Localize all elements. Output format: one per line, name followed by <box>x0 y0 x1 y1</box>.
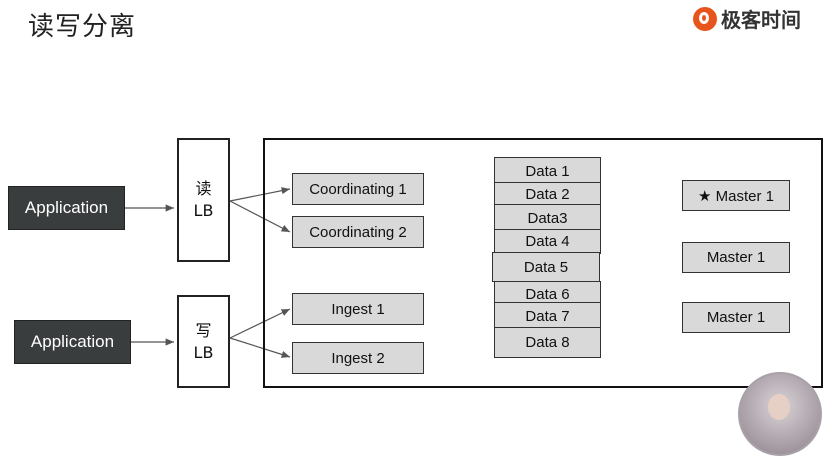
arrow-read-lb-to-coord2 <box>229 200 291 233</box>
presenter-head <box>768 394 790 420</box>
ingest-node-1: Ingest 1 <box>292 293 424 325</box>
coordinating-node-1: Coordinating 1 <box>292 173 424 205</box>
write-load-balancer: 写 LB <box>177 295 230 388</box>
arrow-write-lb-to-ingest1 <box>229 308 291 339</box>
arrow-read-lb-to-coord1 <box>229 187 291 202</box>
data-node-7: Data 7 <box>494 302 601 330</box>
page-title: 读写分离 <box>28 12 137 42</box>
ingest-node-2: Ingest 2 <box>292 342 424 374</box>
presenter-avatar <box>738 372 822 456</box>
application-read-client: Application <box>8 186 125 230</box>
connector-lines <box>124 187 291 358</box>
brand: 极客时间 <box>693 4 801 33</box>
data-node-8: Data 8 <box>494 327 601 358</box>
cluster-boundary <box>263 138 823 388</box>
data-node-3: Data3 <box>494 204 601 232</box>
data-node-1: Data 1 <box>494 157 601 185</box>
arrow-write-lb-to-ingest2 <box>229 337 291 358</box>
application-write-client: Application <box>14 320 131 364</box>
master-node-eligible-2: Master 1 <box>682 302 790 333</box>
brand-text: 极客时间 <box>721 8 801 32</box>
data-node-5: Data 5 <box>492 252 600 282</box>
data-node-4: Data 4 <box>494 229 601 254</box>
coordinating-node-2: Coordinating 2 <box>292 216 424 248</box>
master-node-eligible-1: Master 1 <box>682 242 790 273</box>
geektime-logo-icon <box>693 6 717 31</box>
read-load-balancer: 读 LB <box>177 138 230 262</box>
master-node-active: ★ Master 1 <box>682 180 790 211</box>
